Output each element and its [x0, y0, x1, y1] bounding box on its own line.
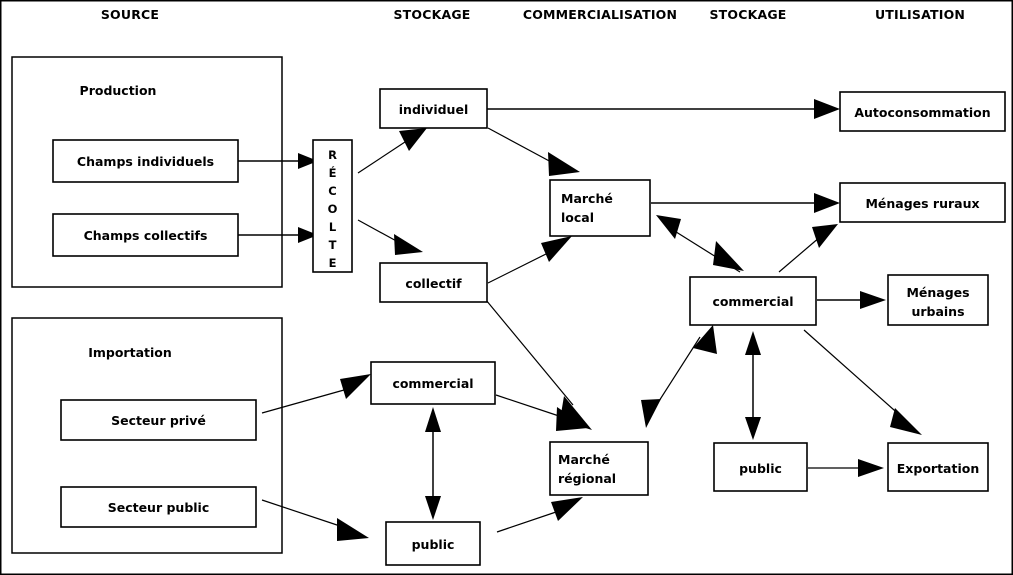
node-marche-local-label-line1: Marché: [561, 191, 613, 206]
node-menages-ruraux-label: Ménages ruraux: [865, 196, 979, 211]
node-champs-collectifs-label: Champs collectifs: [84, 228, 208, 243]
node-exportation-label: Exportation: [897, 461, 979, 476]
node-marche-regional-label-line2: régional: [558, 471, 616, 486]
node-secteur-prive-label: Secteur privé: [111, 413, 206, 428]
column-header-utilisation: UTILISATION: [875, 7, 965, 22]
edge-import-commercial-to-marche-regional: [495, 394, 588, 431]
node-marche-local-label-line2: local: [561, 210, 594, 225]
node-menages-urbains[interactable]: Ménages urbains: [887, 274, 989, 326]
edge-commercial-to-exportation: [803, 329, 922, 435]
edge-collectif-to-marche-regional: [485, 299, 592, 430]
edge-recolte-to-individuel: [357, 128, 427, 174]
node-stock-public-label: public: [739, 461, 782, 476]
node-stock-individuel[interactable]: individuel: [379, 88, 488, 129]
node-import-commercial[interactable]: commercial: [370, 361, 496, 405]
edge-champs-individuels-to-recolte: [238, 153, 318, 169]
node-stock-collectif-label: collectif: [405, 276, 462, 291]
node-recolte-letter-3: C: [328, 184, 336, 198]
column-header-stockage-2: STOCKAGE: [709, 7, 786, 22]
node-secteur-prive[interactable]: Secteur privé: [60, 399, 257, 441]
node-stock-collectif[interactable]: collectif: [379, 262, 488, 303]
edges: [238, 99, 922, 541]
node-secteur-public-label: Secteur public: [108, 500, 210, 515]
edge-marche-local-to-menages-ruraux: [651, 193, 840, 213]
node-recolte-letter-2: É: [329, 165, 337, 180]
column-header-stockage-1: STOCKAGE: [393, 7, 470, 22]
edge-marche-local-to-commercial: [656, 215, 744, 273]
node-secteur-public[interactable]: Secteur public: [60, 486, 257, 528]
node-stock-commercial-label: commercial: [712, 294, 793, 309]
column-headers: SOURCE STOCKAGE COMMERCIALISATION STOCKA…: [101, 7, 965, 22]
node-recolte[interactable]: R É C O L T E: [312, 139, 353, 273]
group-importation-border: [11, 317, 283, 554]
column-header-commercialisation: COMMERCIALISATION: [523, 7, 677, 22]
node-recolte-letter-4: O: [328, 202, 338, 216]
column-header-source: SOURCE: [101, 7, 159, 22]
node-recolte-letter-7: E: [329, 256, 337, 270]
edge-secteur-prive-to-import-commercial: [261, 374, 371, 414]
node-import-public-label: public: [412, 537, 455, 552]
node-stock-public[interactable]: public: [713, 442, 808, 492]
node-marche-local[interactable]: Marché local: [549, 179, 651, 237]
edge-commercial-to-public: [745, 331, 761, 440]
edge-secteur-public-to-import-public: [261, 499, 369, 541]
node-stock-commercial[interactable]: commercial: [689, 276, 817, 326]
node-recolte-letter-6: T: [329, 238, 337, 252]
node-autoconsommation-label: Autoconsommation: [854, 105, 990, 120]
edge-individuel-to-marche-local: [487, 127, 580, 176]
node-marche-regional[interactable]: Marché régional: [549, 441, 649, 496]
node-menages-ruraux[interactable]: Ménages ruraux: [839, 182, 1006, 223]
edge-individuel-to-autoconsommation: [487, 99, 840, 119]
edge-recolte-to-collectif: [357, 219, 423, 255]
group-production-border: [11, 56, 283, 288]
edge-champs-collectifs-to-recolte: [238, 227, 318, 243]
edge-import-public-to-marche-regional: [496, 497, 583, 533]
node-menages-urbains-label-line2: urbains: [911, 304, 964, 319]
group-importation-label: Importation: [88, 345, 172, 360]
node-recolte-letter-1: R: [328, 148, 337, 162]
nodes: Champs individuels Champs collectifs R É…: [52, 88, 1006, 566]
node-stock-individuel-label: individuel: [399, 102, 468, 117]
edge-import-commercial-to-import-public: [425, 407, 441, 520]
edge-commercial-to-menages-ruraux: [778, 224, 838, 273]
edge-commercial-to-menages-urbains: [817, 291, 886, 309]
node-champs-collectifs[interactable]: Champs collectifs: [52, 213, 239, 257]
node-import-public[interactable]: public: [385, 521, 481, 566]
node-recolte-letter-5: L: [329, 220, 337, 234]
node-autoconsommation[interactable]: Autoconsommation: [839, 91, 1006, 132]
edge-commercial-to-marche-regional: [641, 325, 717, 428]
group-production: Production: [11, 56, 283, 288]
node-exportation[interactable]: Exportation: [887, 442, 989, 492]
group-production-label: Production: [80, 83, 157, 98]
group-importation: Importation: [11, 317, 283, 554]
node-champs-individuels[interactable]: Champs individuels: [52, 139, 239, 183]
node-import-commercial-label: commercial: [392, 376, 473, 391]
node-marche-regional-label-line1: Marché: [558, 452, 610, 467]
edge-collectif-to-marche-local: [487, 236, 572, 284]
node-menages-urbains-label-line1: Ménages: [906, 285, 969, 300]
node-champs-individuels-label: Champs individuels: [77, 154, 214, 169]
edge-public-to-exportation: [808, 459, 884, 477]
